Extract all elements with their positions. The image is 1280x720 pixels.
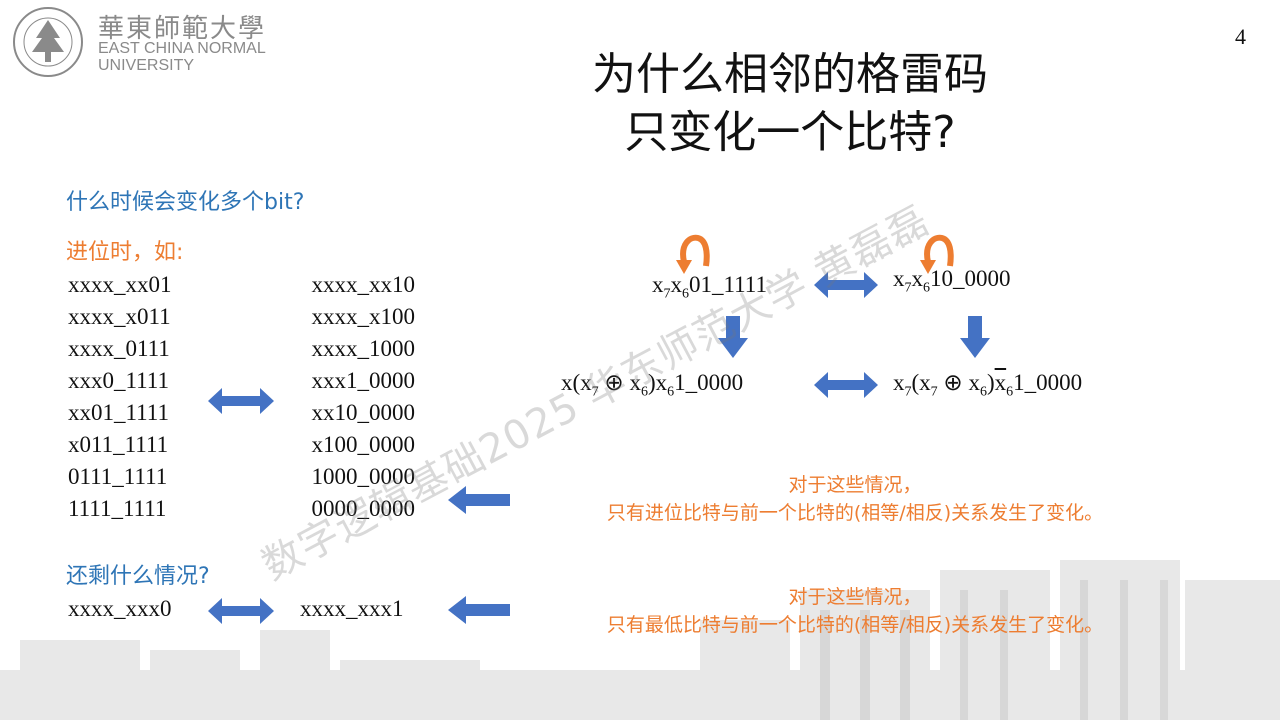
pair-to: xxxx_1000 xyxy=(311,336,416,361)
curved-arrow-icon-left xyxy=(676,234,710,274)
carry-label: 进位时，如: xyxy=(66,240,184,265)
bottom-left-expression: x(x7 ⊕ x6)x61_0000 xyxy=(561,370,744,400)
campus-skyline-background xyxy=(0,560,1280,720)
pair-from: xxxx_0111 xyxy=(68,336,170,361)
top-right-expression: x7x610_0000 xyxy=(893,266,1011,296)
slide-title-line2: 只变化一个比特? xyxy=(624,107,956,158)
logo-english-name-line2: UNIVERSITY xyxy=(98,57,195,74)
logo-english-name-line1: EAST CHINA NORMAL xyxy=(98,40,266,57)
pair-from: 0111_1111 xyxy=(68,464,168,489)
note1-line2: 只有进位比特与前一个比特的(相等/相反)关系发生了变化。 xyxy=(606,502,1104,524)
double-arrow-icon-bottom xyxy=(814,372,878,398)
note2-line1: 对于这些情况， xyxy=(788,586,922,608)
question-remaining-cases: 还剩什么情况? xyxy=(66,564,210,589)
pair-to: xxxx_x100 xyxy=(311,304,416,329)
down-arrow-icon-left xyxy=(718,316,748,358)
pair-to: 0000_0000 xyxy=(311,496,416,521)
down-arrow-icon-right xyxy=(960,316,990,358)
pair-from: 1111_1111 xyxy=(68,496,167,521)
left-arrow-icon-last xyxy=(448,596,510,624)
page-number: 4 xyxy=(1235,24,1246,49)
double-arrow-icon-last xyxy=(208,598,274,624)
pair-from: xxxx_x011 xyxy=(68,304,171,329)
pair-from: xxx0_1111 xyxy=(68,368,169,393)
top-left-expression: x7x601_1111 xyxy=(652,272,767,302)
pair-to: x100_0000 xyxy=(311,432,416,457)
double-arrow-icon xyxy=(208,388,274,414)
curved-arrow-icon-right xyxy=(920,234,954,274)
last-pair-to: xxxx_xxx1 xyxy=(300,596,404,621)
last-pair-from: xxxx_xxx0 xyxy=(68,596,172,621)
pair-from: xxxx_xx01 xyxy=(68,272,172,297)
question-multiple-bits: 什么时候会变化多个bit? xyxy=(66,190,305,215)
note1-line1: 对于这些情况， xyxy=(788,474,922,496)
bottom-right-expression: x7(x7 ⊕ x6)x61_0000 xyxy=(893,370,1083,400)
pair-to: xxx1_0000 xyxy=(311,368,416,393)
pair-to: 1000_0000 xyxy=(311,464,416,489)
double-arrow-icon-top xyxy=(814,272,878,298)
note2-line2: 只有最低比特与前一个比特的(相等/相反)关系发生了变化。 xyxy=(606,614,1104,636)
left-arrow-icon xyxy=(448,486,510,514)
pair-from: x011_1111 xyxy=(68,432,169,457)
logo-chinese-name: 華東師範大學 xyxy=(98,14,267,44)
pair-to: xxxx_xx10 xyxy=(311,272,416,297)
pair-to: xx10_0000 xyxy=(311,400,416,425)
ecnu-seal-icon xyxy=(13,7,83,77)
pair-from: xx01_1111 xyxy=(68,400,169,425)
slide-title-line1: 为什么相邻的格雷码 xyxy=(592,49,988,100)
